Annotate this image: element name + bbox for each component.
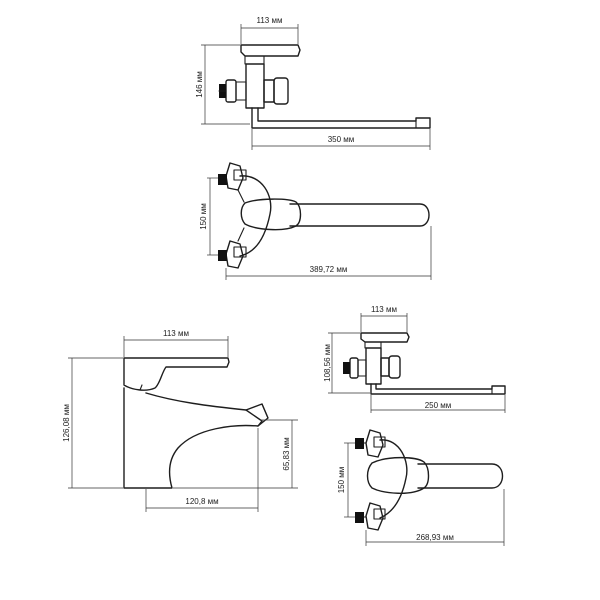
wall-mixer-long-side-dimensions: 113 мм 146 мм 350 мм [195, 16, 431, 150]
wall-mixer-long-top-view [218, 162, 430, 269]
short-top-length-label: 268,93 мм [416, 533, 454, 542]
long-side-width-label: 113 мм [257, 16, 283, 25]
wall-mixer-short-side-view [343, 332, 506, 395]
wall-mixer-long-top-dimensions: 150 мм 389,72 мм [199, 177, 432, 280]
short-side-height-label: 108,56 мм [323, 344, 332, 382]
short-top-height-label: 150 мм [337, 467, 346, 494]
long-side-height-label: 146 мм [195, 71, 204, 98]
long-side-length-label: 350 мм [328, 135, 355, 144]
basin-width-label: 113 мм [163, 329, 189, 338]
basin-spout-height-label: 65,83 мм [282, 437, 291, 470]
wall-mixer-long-side-view [218, 44, 431, 129]
long-top-height-label: 150 мм [199, 203, 208, 230]
basin-height-label: 126,08 мм [62, 404, 71, 442]
short-side-length-label: 250 мм [425, 401, 452, 410]
basin-mixer-dimensions: 113 мм 126,08 мм 65,83 мм 120,8 мм [62, 329, 298, 512]
short-side-width-label: 113 мм [371, 305, 397, 314]
wall-mixer-short-top-view [355, 429, 504, 531]
wall-mixer-short-side-dimensions: 113 мм 108,56 мм 250 мм [323, 305, 506, 413]
basin-reach-label: 120,8 мм [185, 497, 218, 506]
wall-mixer-short-top-dimensions: 150 мм 268,93 мм [337, 442, 505, 546]
long-top-length-label: 389,72 мм [310, 265, 348, 274]
basin-mixer-view [123, 357, 269, 489]
